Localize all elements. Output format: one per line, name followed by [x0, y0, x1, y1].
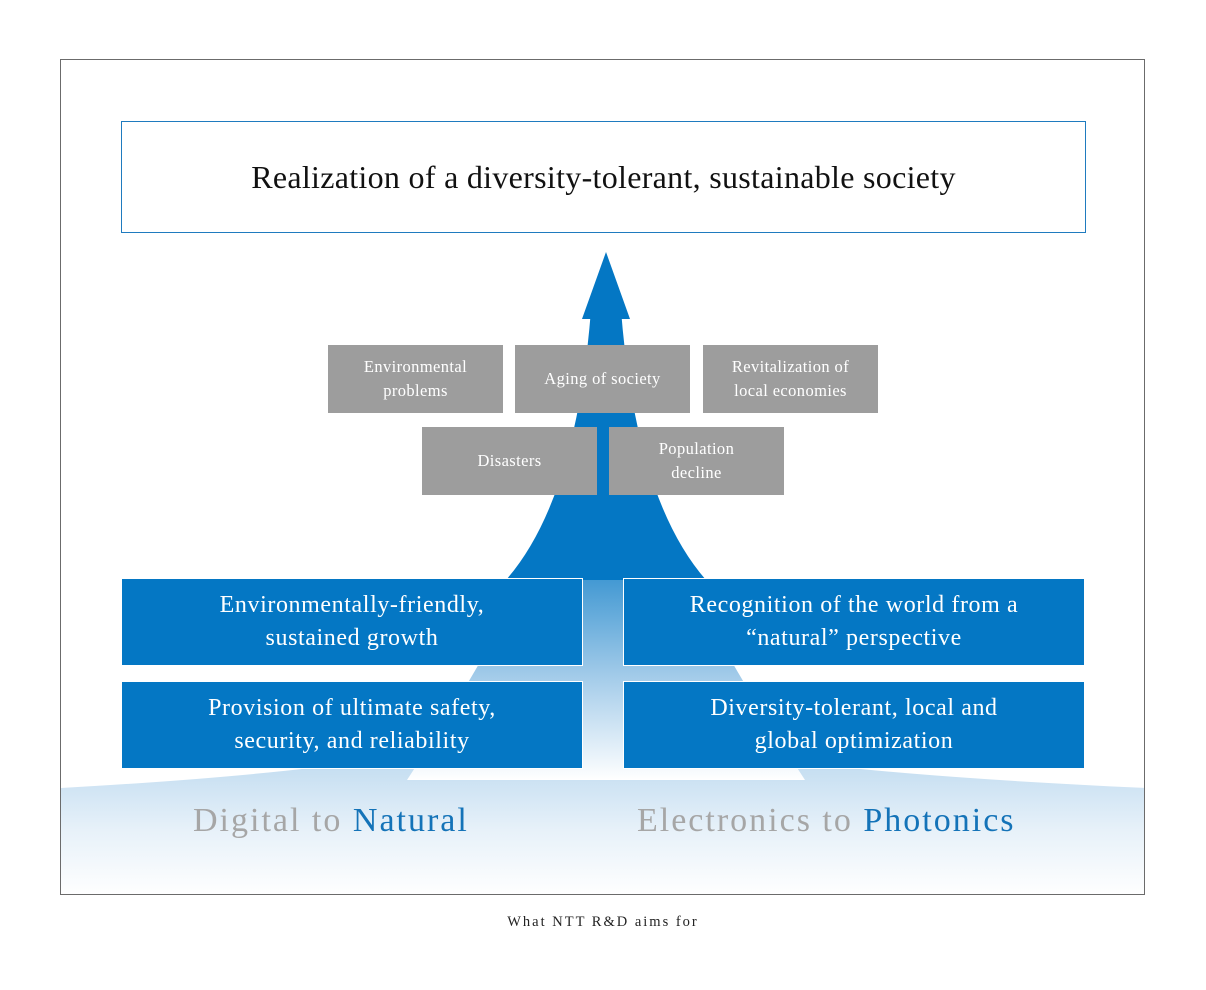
slogan-digital-to-natural: Digital to Natural	[193, 802, 469, 840]
issue-aging-of-society: Aging of society	[515, 345, 690, 413]
goal-box: Realization of a diversity-tolerant, sus…	[121, 121, 1086, 233]
figure-caption: What NTT R&D aims for	[507, 914, 699, 930]
pillar-safety-security: Provision of ultimate safety, security, …	[121, 681, 583, 769]
upward-arrow-icon	[582, 252, 630, 319]
slogan-electronics-to-photonics: Electronics to Photonics	[637, 802, 1016, 840]
issue-revitalization-local-economies: Revitalization of local economies	[703, 345, 878, 413]
slogan-right-prefix: Electronics to	[637, 802, 864, 839]
issue-disasters: Disasters	[422, 427, 597, 495]
pillar-natural-perspective: Recognition of the world from a “natural…	[623, 578, 1085, 666]
goal-title: Realization of a diversity-tolerant, sus…	[251, 158, 956, 195]
issue-population-decline: Population decline	[609, 427, 784, 495]
slogan-left-highlight: Natural	[352, 802, 469, 839]
ground-sweep	[61, 750, 1144, 894]
pillar-local-global-optimization: Diversity-tolerant, local and global opt…	[623, 681, 1085, 769]
pillar-sustained-growth: Environmentally-friendly, sustained grow…	[121, 578, 583, 666]
arrow-trunk-upper	[506, 310, 706, 580]
slogan-right-highlight: Photonics	[863, 802, 1016, 839]
slogan-left-prefix: Digital to	[193, 802, 353, 839]
issue-environmental-problems: Environmental problems	[328, 345, 503, 413]
diagram-frame: Realization of a diversity-tolerant, sus…	[60, 59, 1145, 895]
